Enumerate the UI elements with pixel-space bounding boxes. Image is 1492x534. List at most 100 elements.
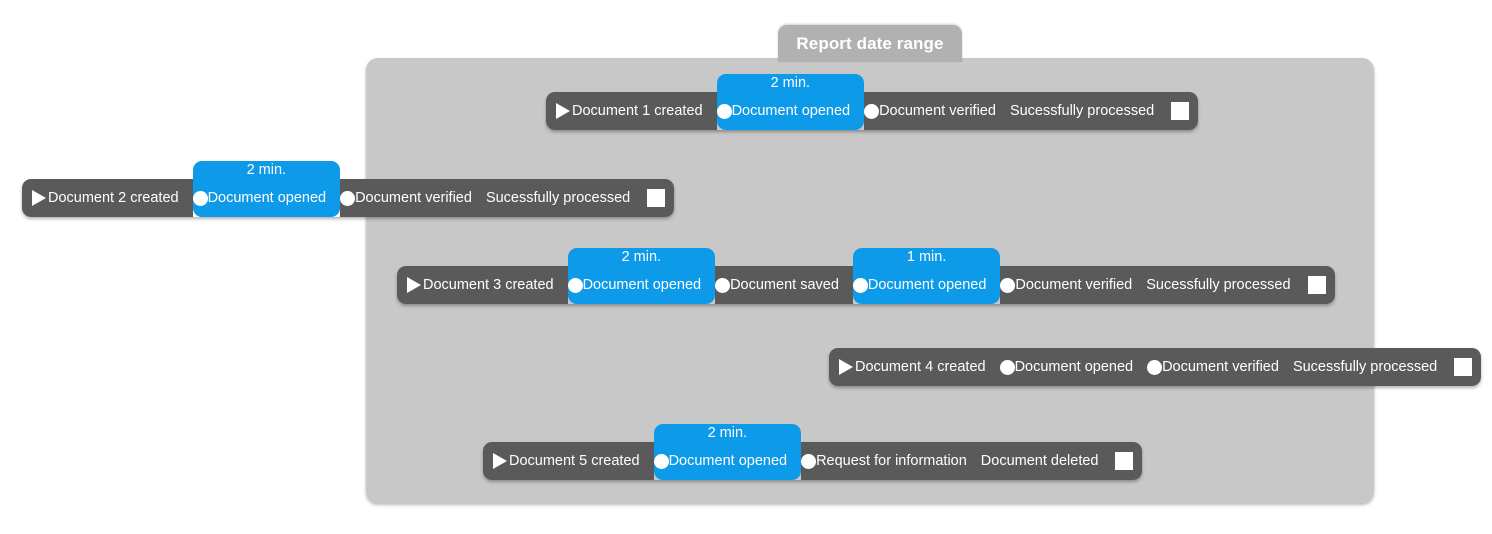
square-icon	[1115, 452, 1134, 470]
segment-label: Sucessfully processed	[1292, 359, 1438, 375]
dot-icon-glyph	[653, 453, 669, 469]
timeline-segment[interactable]: Document opened	[999, 348, 1148, 386]
play-icon-glyph	[839, 359, 853, 375]
square-icon-glyph	[1171, 102, 1190, 120]
timeline-segment[interactable]: Document 5 created	[483, 442, 654, 480]
dot-icon-glyph	[192, 190, 208, 206]
segment-duration-label: 2 min.	[770, 75, 811, 91]
dot-icon	[1147, 359, 1163, 375]
segment-label: Document 5 created	[509, 453, 640, 469]
segment-label: Document deleted	[980, 453, 1099, 469]
segment-label: Request for information	[816, 453, 967, 469]
timeline-segment[interactable]	[1304, 266, 1335, 304]
timeline-segment[interactable]: Document verified	[1000, 266, 1147, 304]
timeline-segment[interactable]: Document 3 created	[397, 266, 568, 304]
dot-icon-glyph	[716, 103, 732, 119]
timeline-segment[interactable]: Document verified	[340, 179, 486, 217]
dot-icon-glyph	[1000, 277, 1016, 293]
timeline-row[interactable]: Document 2 created 2 min. Document opened D…	[22, 161, 675, 217]
square-icon	[647, 189, 666, 207]
timeline-segment[interactable]: Document 4 created	[829, 348, 1000, 386]
segment-duration-label: 2 min.	[707, 425, 748, 441]
timeline-segment[interactable]: Document verified	[1147, 348, 1293, 386]
play-icon-glyph	[32, 190, 46, 206]
segment-duration-label: 1 min.	[906, 249, 947, 265]
dot-icon	[715, 277, 731, 293]
timeline-segment[interactable]: Document saved	[715, 266, 853, 304]
dot-icon-glyph	[715, 277, 731, 293]
segment-label: Document 2 created	[48, 190, 179, 206]
dot-icon-glyph	[567, 277, 583, 293]
dot-icon	[567, 277, 583, 293]
dot-icon-glyph	[1147, 359, 1163, 375]
segment-label: Document verified	[355, 190, 472, 206]
play-icon-glyph	[407, 277, 421, 293]
timeline-segment-highlighted[interactable]: 1 min. Document opened	[852, 248, 1001, 304]
square-icon-glyph	[647, 189, 666, 207]
play-icon	[546, 103, 571, 119]
segment-duration-label: 2 min.	[621, 249, 662, 265]
timeline-segment[interactable]	[1451, 348, 1482, 386]
timeline-row[interactable]: Document 3 created 2 min. Document opened D…	[397, 248, 1335, 304]
segment-label: Document opened	[582, 277, 702, 293]
timeline-segment-highlighted[interactable]: 2 min. Document opened	[192, 161, 341, 217]
dot-icon	[999, 359, 1015, 375]
timeline-segment[interactable]: Document 2 created	[22, 179, 193, 217]
dot-icon	[1000, 277, 1016, 293]
timeline-segment[interactable]	[1168, 92, 1199, 130]
square-icon-glyph	[1115, 452, 1134, 470]
segment-label: Document opened	[867, 277, 987, 293]
segment-label: Document opened	[207, 190, 327, 206]
timeline-segment[interactable]: Request for information	[801, 442, 981, 480]
report-date-range-tab[interactable]: Report date range	[778, 25, 962, 62]
dot-icon	[192, 190, 208, 206]
segment-label: Document opened	[1014, 359, 1134, 375]
square-icon-glyph	[1307, 276, 1326, 294]
timeline-row[interactable]: Document 4 created Document opened Documen…	[829, 348, 1482, 386]
square-icon	[1454, 358, 1473, 376]
timeline-segment[interactable]	[644, 179, 675, 217]
segment-label: Sucessfully processed	[1009, 103, 1155, 119]
dot-icon-glyph	[999, 359, 1015, 375]
timeline-segment-highlighted[interactable]: 2 min.Document opened	[653, 424, 802, 480]
play-icon-glyph	[556, 103, 570, 119]
play-icon	[829, 359, 854, 375]
dot-icon-glyph	[340, 190, 356, 206]
segment-label: Document 4 created	[855, 359, 986, 375]
dot-icon-glyph	[801, 453, 817, 469]
play-icon	[22, 190, 47, 206]
timeline-segment[interactable]: Sucessfully processed	[485, 179, 645, 217]
play-icon	[397, 277, 422, 293]
play-icon-glyph	[493, 453, 507, 469]
square-icon-glyph	[1454, 358, 1473, 376]
timeline-segment[interactable]: Document deleted	[980, 442, 1113, 480]
square-icon	[1171, 102, 1190, 120]
segment-label: Document opened	[731, 103, 851, 119]
segment-label: Sucessfully processed	[485, 190, 631, 206]
dot-icon	[340, 190, 356, 206]
segment-label: Document 3 created	[423, 277, 554, 293]
dot-icon	[864, 103, 880, 119]
segment-label: Document verified	[1015, 277, 1133, 293]
segment-duration-label: 2 min.	[246, 162, 287, 178]
dot-icon	[852, 277, 868, 293]
report-date-range-tab-label: Report date range	[796, 33, 944, 53]
timeline-row[interactable]: Document 1 created 2 min. Document opened D…	[546, 74, 1199, 130]
timeline-segment[interactable]: Sucessfully processed	[1146, 266, 1305, 304]
timeline-segment[interactable]: Document 1 created	[546, 92, 717, 130]
segment-label: Document verified	[879, 103, 996, 119]
dot-icon	[716, 103, 732, 119]
timeline-segment-highlighted[interactable]: 2 min. Document opened	[567, 248, 716, 304]
segment-label: Document verified	[1162, 359, 1279, 375]
segment-label: Document saved	[730, 277, 839, 293]
timeline-segment[interactable]: Sucessfully processed	[1009, 92, 1169, 130]
timeline-segment[interactable]: Document verified	[864, 92, 1010, 130]
timeline-segment-highlighted[interactable]: 2 min. Document opened	[716, 74, 865, 130]
dot-icon	[653, 453, 669, 469]
dot-icon-glyph	[864, 103, 880, 119]
timeline-segment[interactable]	[1112, 442, 1143, 480]
dot-icon	[801, 453, 817, 469]
timeline-segment[interactable]: Sucessfully processed	[1292, 348, 1452, 386]
square-icon	[1307, 276, 1326, 294]
